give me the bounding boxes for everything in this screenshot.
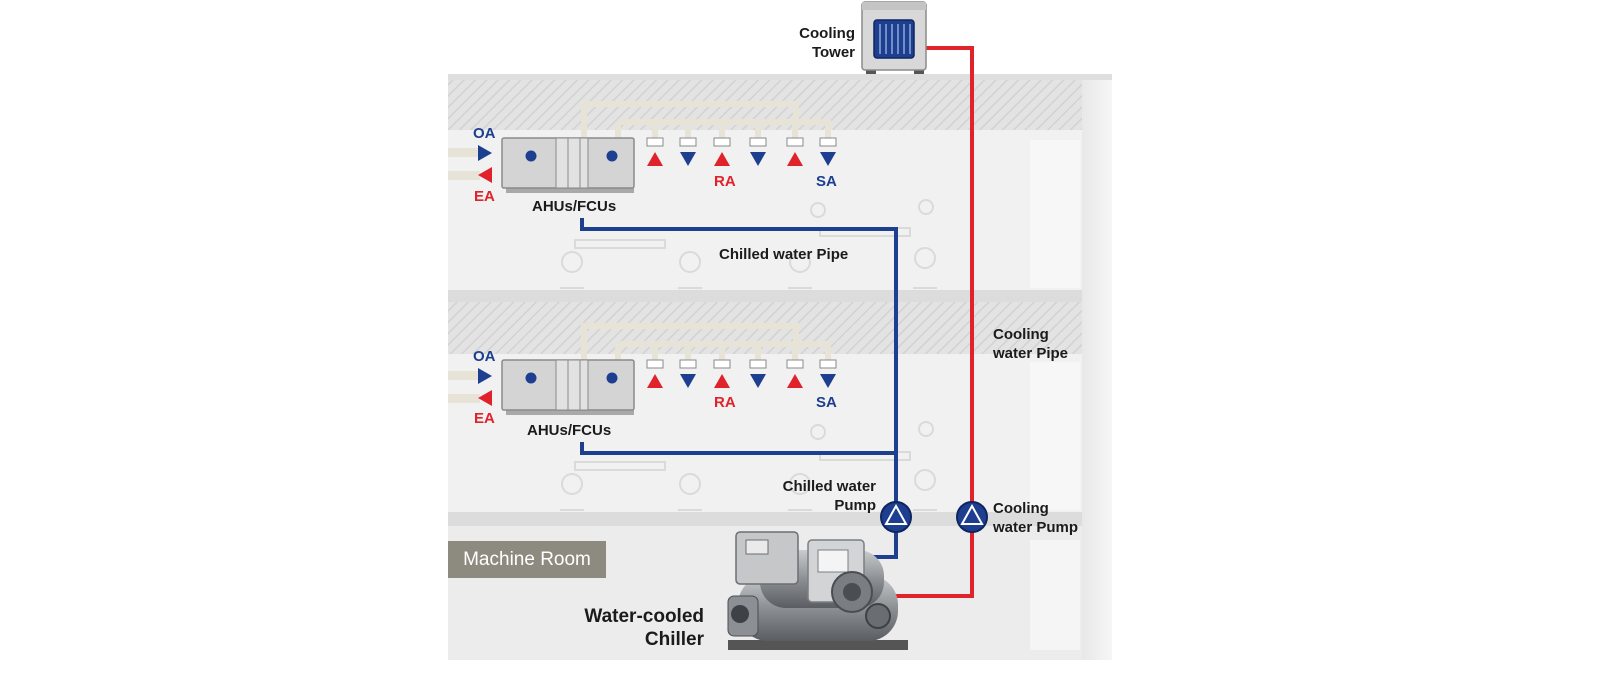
cooling-water-pipe-label-line-1: Cooling xyxy=(993,326,1049,343)
ea-arrow-icon xyxy=(478,390,492,406)
cooling-tower-icon xyxy=(861,1,927,74)
diffuser-icon xyxy=(819,359,837,369)
diffuser-icon xyxy=(749,359,767,369)
return-air-arrow-icon xyxy=(714,374,730,388)
supply-air-arrow-icon xyxy=(680,152,696,166)
chilled-water-pump-label-line-1: Chilled water xyxy=(782,478,876,495)
supply-air-arrow-icon xyxy=(750,374,766,388)
cooling-water-pump-label-line-2: water Pump xyxy=(993,519,1079,536)
oa-ea-arrows xyxy=(478,145,492,406)
diffuser-icon xyxy=(786,359,804,369)
floor-slab-1 xyxy=(448,290,1082,302)
return-air-arrow-icon xyxy=(647,152,663,166)
oa-label-floor-2: OA xyxy=(473,348,496,365)
ea-arrow-icon xyxy=(478,167,492,183)
chilled-water-pipe xyxy=(580,218,898,559)
ea-label-floor-1: EA xyxy=(474,188,495,205)
chiller-label: Water-cooled Chiller xyxy=(560,605,704,651)
cooling-tower-label-line-1: Cooling xyxy=(799,25,855,42)
return-air-arrow-icon xyxy=(787,152,803,166)
supply-air-arrow-icon xyxy=(680,374,696,388)
ahu-label-floor-1: AHUs/FCUs xyxy=(532,198,617,215)
outdoor-air-ducts xyxy=(448,148,480,403)
sa-label-floor-1: SA xyxy=(816,173,837,190)
water-cooled-chiller-icon xyxy=(727,531,908,650)
supply-air-arrow-icon xyxy=(750,152,766,166)
cooling-water-pipe-label: Cooling water Pipe xyxy=(993,325,1068,363)
oa-arrow-icon xyxy=(478,368,492,384)
return-air-arrow-icon xyxy=(787,374,803,388)
cooling-water-pipe-label-line-2: water Pipe xyxy=(993,345,1069,362)
diffuser-icon xyxy=(713,359,731,369)
ra-label-floor-1: RA xyxy=(714,173,736,190)
ahu-unit-floor-1 xyxy=(501,137,635,193)
chiller-label-line-2: Chiller xyxy=(644,629,704,650)
diffuser-icon xyxy=(646,137,664,147)
diffuser-icon xyxy=(819,137,837,147)
duct-network-floor-2 xyxy=(581,323,831,362)
ra-label-floor-2: RA xyxy=(714,394,736,411)
oa-arrow-icon xyxy=(478,145,492,161)
diffusers xyxy=(646,137,837,388)
supply-air-arrow-icon xyxy=(820,152,836,166)
diffuser-icon xyxy=(713,137,731,147)
machine-room-badge: Machine Room xyxy=(448,541,606,578)
chilled-water-pipe-label: Chilled water Pipe xyxy=(719,246,849,263)
sa-label-floor-2: SA xyxy=(816,394,837,411)
ea-label-floor-2: EA xyxy=(474,410,495,427)
diffuser-icon xyxy=(679,359,697,369)
cooling-water-pump-label-line-1: Cooling xyxy=(993,500,1049,517)
cooling-water-pipe xyxy=(884,46,974,598)
ahu-label-floor-2: AHUs/FCUs xyxy=(527,422,612,439)
cooling-water-pump-label: Cooling water Pump xyxy=(993,499,1078,537)
cooling-tower-label-line-2: Tower xyxy=(811,44,855,61)
cooling-water-pump-icon xyxy=(956,501,988,533)
duct-network-floor-1 xyxy=(581,101,831,140)
return-air-arrow-icon xyxy=(647,374,663,388)
supply-air-arrow-icon xyxy=(820,374,836,388)
chilled-water-pump-label-line-2: Pump xyxy=(834,497,876,514)
chilled-water-pump-icon xyxy=(880,501,912,533)
floor-slab-2 xyxy=(448,512,1082,526)
ahu-unit-floor-2 xyxy=(501,359,635,415)
diffuser-icon xyxy=(646,359,664,369)
chilled-water-pump-label: Chilled water Pump xyxy=(760,477,876,515)
chiller-label-line-1: Water-cooled xyxy=(584,606,704,627)
return-air-arrow-icon xyxy=(714,152,730,166)
oa-label-floor-1: OA xyxy=(473,125,496,142)
cooling-tower-label: Cooling Tower xyxy=(770,24,855,62)
diffuser-icon xyxy=(679,137,697,147)
diffuser-icon xyxy=(786,137,804,147)
diffuser-icon xyxy=(749,137,767,147)
office-furniture-floor-1 xyxy=(560,199,937,289)
